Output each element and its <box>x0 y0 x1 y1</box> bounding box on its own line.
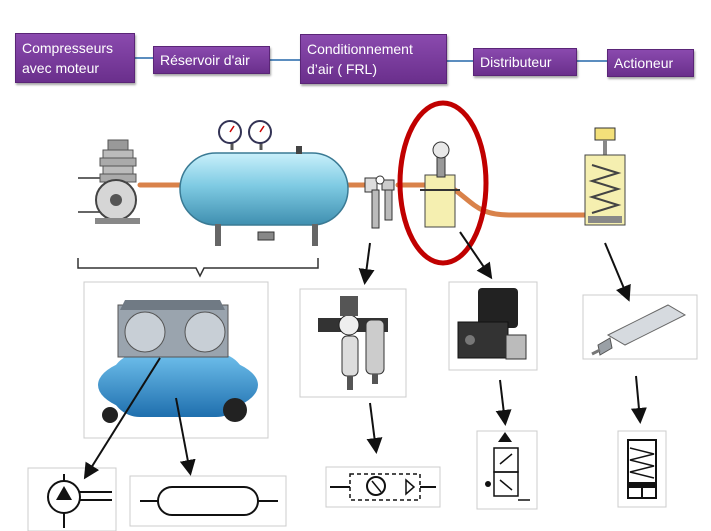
reservoir-symbol <box>129 475 287 527</box>
frl-photo <box>299 288 407 398</box>
compressor-photo <box>83 281 269 439</box>
cylinder-symbol <box>617 430 667 508</box>
flow-step-label: Actioneur <box>614 55 674 71</box>
flow-step-distributeur: Distributeur <box>473 48 577 76</box>
valve-symbol <box>476 430 538 510</box>
flow-connector <box>447 60 473 62</box>
flow-step-label: Conditionnement <box>307 41 413 57</box>
flow-connector <box>577 60 607 62</box>
flow-step-frl: Conditionnement d’air ( FRL) <box>300 34 447 84</box>
actuator-drawing <box>584 127 626 226</box>
flow-connector <box>270 59 300 61</box>
group-brace <box>77 258 319 278</box>
reservoir-drawing <box>179 120 349 246</box>
distributor-drawing <box>420 141 460 228</box>
flow-step-actioneur: Actioneur <box>607 49 694 77</box>
flow-step-label: Compresseurs <box>22 40 114 56</box>
flow-step-label: avec moteur <box>22 60 100 76</box>
flow-step-reservoir: Réservoir d'air <box>153 46 270 74</box>
compressor-drawing <box>78 139 140 224</box>
arrows <box>83 231 647 480</box>
distributor-photo <box>448 281 538 371</box>
cylinder-photo <box>582 294 698 360</box>
flow-step-compressor: Compresseurs avec moteur <box>15 33 135 83</box>
flow-step-label: Réservoir d'air <box>160 52 250 68</box>
flow-step-label: d’air ( FRL) <box>307 61 378 77</box>
frl-drawing <box>364 175 395 229</box>
compressor-symbol <box>27 467 117 531</box>
highlight-ellipse <box>397 100 489 266</box>
flow-connector <box>135 57 153 59</box>
frl-symbol <box>325 466 441 508</box>
flow-step-label: Distributeur <box>480 54 552 70</box>
